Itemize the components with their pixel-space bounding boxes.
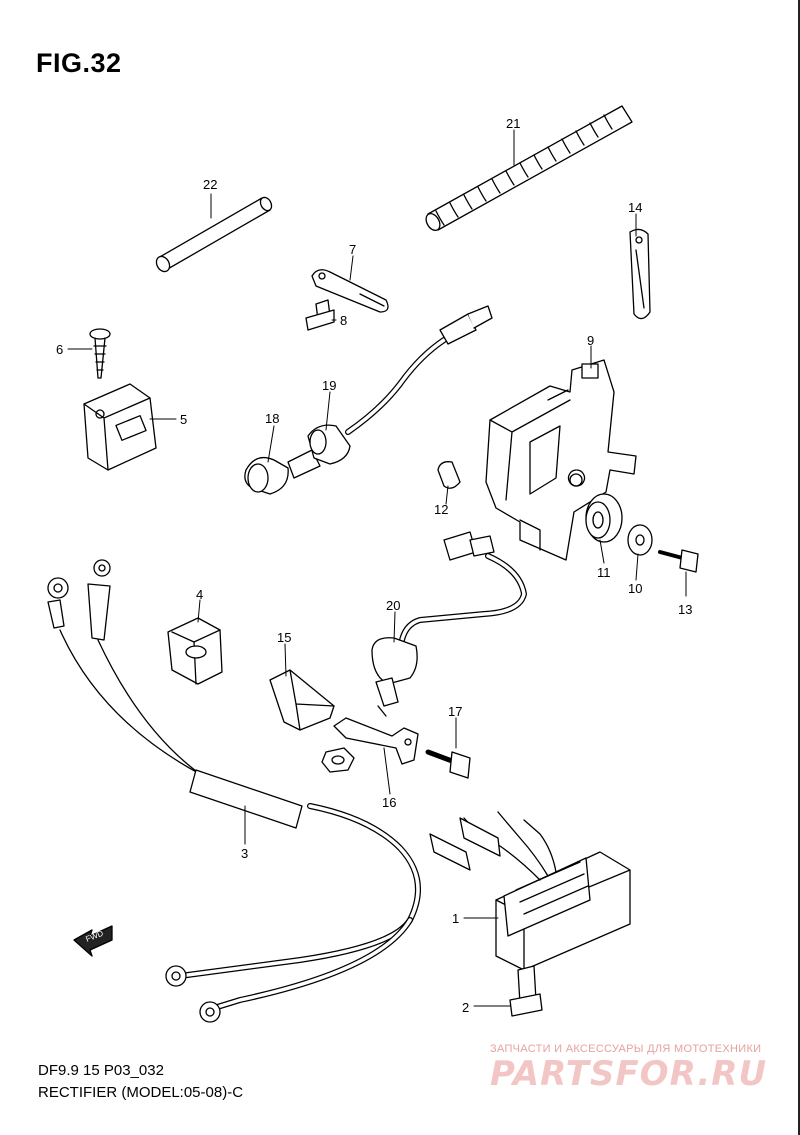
part-6-screw <box>89 328 111 379</box>
callout-22: 22 <box>203 177 217 192</box>
part-9-bracket <box>485 359 637 561</box>
callout-21: 21 <box>506 116 520 131</box>
callout-3: 3 <box>241 846 248 861</box>
part-22-tube <box>155 196 273 273</box>
part-2-bolt <box>509 965 543 1017</box>
diagram-code: DF9.9 15 P03_032 <box>38 1062 164 1079</box>
callout-15: 15 <box>277 630 291 645</box>
diagram-caption: RECTIFIER (MODEL:05-08)-C <box>38 1084 244 1101</box>
watermark-logo: PARTSFOR.RU <box>490 1054 768 1094</box>
part-14-clamp-strap <box>629 228 651 320</box>
watermark-tagline: ЗАПЧАСТИ И АКСЕССУАРЫ ДЛЯ МОТОТЕХНИКИ <box>490 1043 762 1055</box>
callout-4: 4 <box>196 587 203 602</box>
callout-20: 20 <box>386 598 400 613</box>
callout-19: 19 <box>322 378 336 393</box>
part-12-grommet <box>437 461 461 489</box>
part-13-bolt <box>658 549 699 573</box>
callout-16: 16 <box>382 795 396 810</box>
leader-lines <box>67 129 687 1007</box>
part-17-bolt <box>425 749 471 779</box>
part-15-cover <box>269 669 335 731</box>
part-3-wire-harness <box>47 559 421 1023</box>
callout-6: 6 <box>56 342 63 357</box>
callout-10: 10 <box>628 581 642 596</box>
callout-13: 13 <box>678 602 692 617</box>
part-20-switch <box>371 531 527 717</box>
callout-17: 17 <box>448 704 462 719</box>
callout-8: 8 <box>340 313 347 328</box>
part-5-cover <box>83 383 157 471</box>
callout-2: 2 <box>462 1000 469 1015</box>
part-1-rectifier <box>429 811 631 971</box>
callout-1: 1 <box>452 911 459 926</box>
figure-title: FIG.32 <box>36 48 122 78</box>
part-10-washer <box>627 524 653 556</box>
part-8-bolt <box>305 299 335 331</box>
callout-labels: 1 2 3 4 5 6 7 8 9 10 11 12 13 14 15 16 1… <box>56 116 692 1015</box>
nut <box>321 747 355 773</box>
callout-5: 5 <box>180 412 187 427</box>
part-18-19-harness <box>244 305 493 495</box>
part-4-grommet <box>167 617 223 685</box>
callout-18: 18 <box>265 411 279 426</box>
callout-11: 11 <box>597 565 611 580</box>
callout-12: 12 <box>434 502 448 517</box>
callout-9: 9 <box>587 333 594 348</box>
callout-7: 7 <box>349 242 356 257</box>
part-21-spiral-wrap <box>425 105 633 232</box>
fwd-arrow-icon <box>73 925 113 957</box>
callout-14: 14 <box>628 200 642 215</box>
frame-edge <box>798 0 800 1135</box>
part-7-clamp <box>311 269 389 313</box>
part-11-grommet <box>585 493 623 543</box>
part-16-bracket <box>333 717 419 765</box>
